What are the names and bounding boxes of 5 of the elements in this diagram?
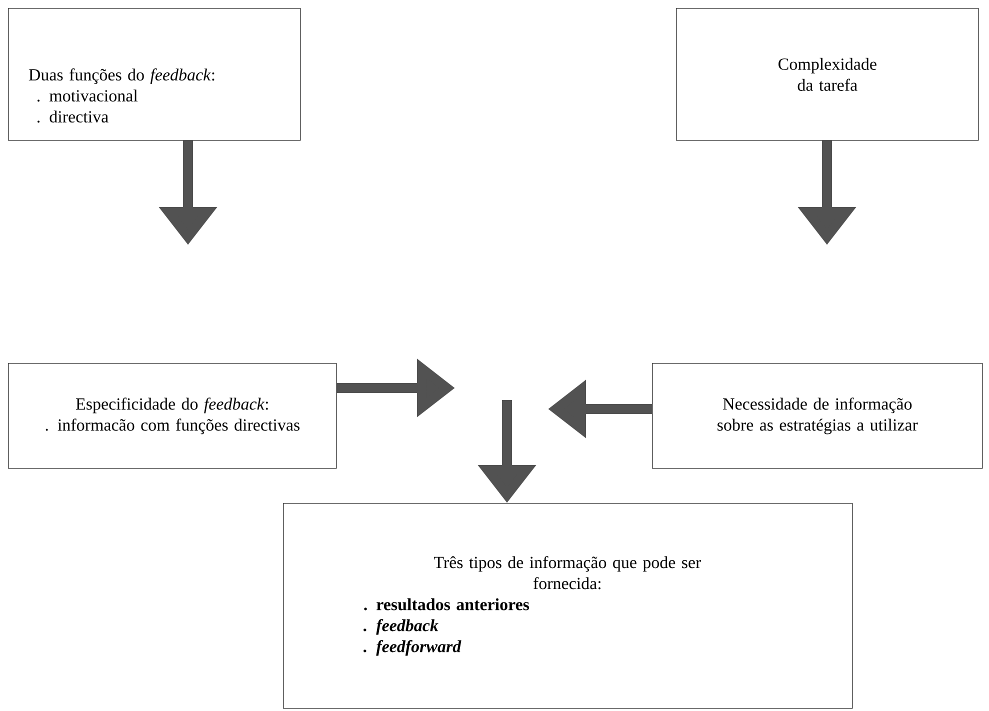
- text-box: Complexidade da tarefa: [676, 8, 979, 141]
- text-box: Três tipos de informação que pode ser fornecida: . resultados anteriores . feedback . feedforward: [283, 503, 853, 709]
- text-box: Necessidade de informação sobre as estratégias a utilizar: [652, 363, 983, 469]
- text-box: Especificidade do feedback: . informacão com funções directivas: [8, 363, 337, 469]
- text-box: Duas funções do feedback: . motivacional . directiva: [8, 8, 301, 141]
